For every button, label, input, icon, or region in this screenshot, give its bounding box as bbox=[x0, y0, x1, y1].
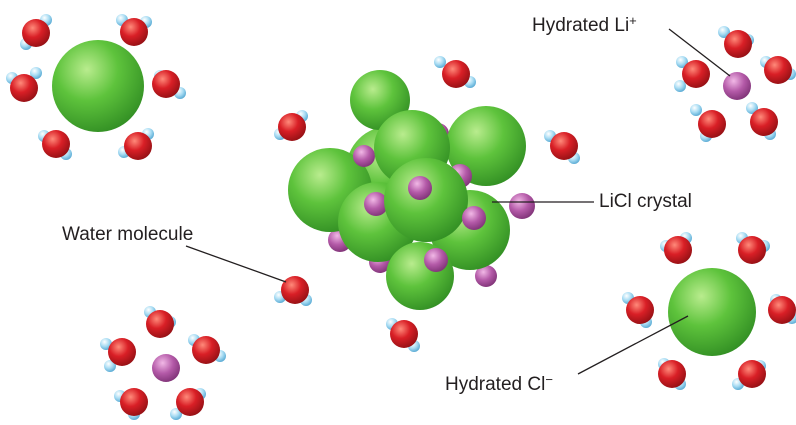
water-molecule bbox=[718, 26, 754, 58]
water-molecule bbox=[38, 130, 72, 160]
water-molecule bbox=[746, 102, 778, 140]
water-molecule bbox=[274, 276, 312, 306]
hydrated-chloride-ion-bottom-right bbox=[668, 268, 756, 356]
water-molecule-label: Water molecule bbox=[62, 224, 194, 245]
water-molecule bbox=[736, 232, 770, 264]
water-molecule bbox=[114, 388, 148, 420]
licl-crystal-label: LiCl crystal bbox=[599, 191, 692, 212]
water-molecule bbox=[118, 128, 154, 160]
hydrated-chloride-label: Hydrated Cl− bbox=[445, 372, 553, 395]
water-molecule bbox=[690, 104, 726, 142]
hydrated-chloride-label-text: Hydrated Cl bbox=[445, 374, 546, 395]
hydrated-lithium-ion-top-right bbox=[723, 72, 751, 100]
hydrated-lithium-label: Hydrated Li+ bbox=[532, 13, 637, 36]
hydrated-lithium-label-text: Hydrated Li bbox=[532, 15, 630, 36]
water-molecules bbox=[6, 14, 796, 420]
water-molecule bbox=[170, 388, 206, 420]
water-molecule bbox=[660, 232, 692, 264]
water-molecule bbox=[152, 70, 186, 99]
lithium-charge-superscript: + bbox=[629, 13, 637, 28]
water-molecule bbox=[188, 334, 226, 364]
hydrated-cl-leader-line bbox=[577, 315, 689, 375]
water-molecule bbox=[274, 110, 308, 141]
water-molecule bbox=[20, 14, 52, 50]
water-molecule bbox=[116, 14, 152, 46]
water-molecule bbox=[658, 358, 686, 390]
water-molecule bbox=[674, 56, 710, 92]
hydrated-li-leader-line bbox=[668, 28, 731, 77]
water-molecule bbox=[6, 67, 42, 102]
water-molecule bbox=[434, 56, 476, 88]
water-molecule-leader-line bbox=[185, 245, 287, 283]
water-molecule bbox=[760, 56, 796, 84]
water-molecule bbox=[144, 306, 176, 338]
water-molecule bbox=[100, 338, 136, 372]
hydrated-chloride-ion-top-left bbox=[52, 40, 144, 132]
water-molecule bbox=[622, 292, 654, 328]
water-molecule bbox=[544, 130, 580, 164]
chloride-charge-superscript: − bbox=[545, 372, 553, 387]
water-molecule bbox=[386, 318, 420, 352]
hydrated-lithium-ion-bottom-left bbox=[152, 354, 180, 382]
licl-crystal-lattice bbox=[288, 70, 535, 310]
water-molecule bbox=[768, 294, 796, 324]
water-molecule bbox=[732, 360, 766, 390]
